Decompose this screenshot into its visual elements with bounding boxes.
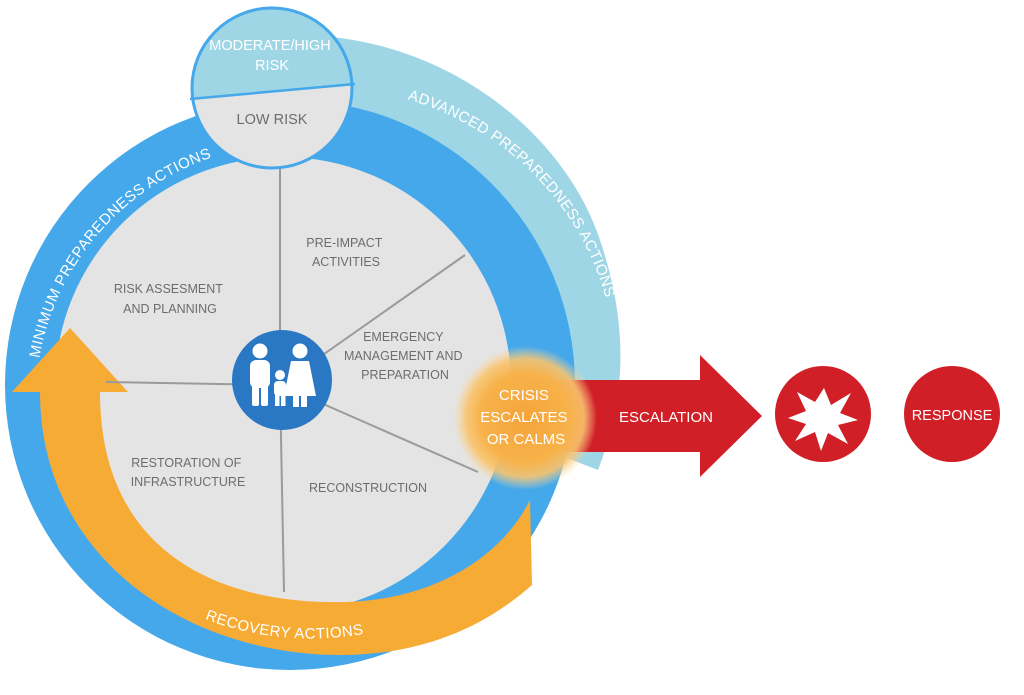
risk-high-label: MODERATE/HIGH RISK [209,38,334,74]
segment-pre-impact: PRE-IMPACT ACTIVITIES [306,236,385,269]
escalation-label: ESCALATION [619,409,713,426]
crisis-circle [453,346,597,490]
response-label: RESPONSE [912,408,993,424]
segment-emergency: EMERGENCY MANAGEMENT AND PREPARATION [344,330,466,382]
family-icon [232,330,332,430]
recovery-arrow [12,328,532,655]
segment-reconstruction: RECONSTRUCTION [309,481,427,495]
explosion-icon [775,366,871,462]
crisis-label: CRISIS ESCALATES OR CALMS [480,387,571,448]
response-circle [904,366,1000,462]
segment-restoration: RESTORATION OF INFRASTRUCTURE [131,456,246,489]
segment-risk-assessment: RISK ASSESMENT AND PLANNING [114,282,226,316]
risk-circle [189,6,356,170]
advanced-preparedness-arc [262,35,621,470]
risk-low-label: LOW RISK [237,112,308,128]
escalation-arrow [540,355,762,477]
